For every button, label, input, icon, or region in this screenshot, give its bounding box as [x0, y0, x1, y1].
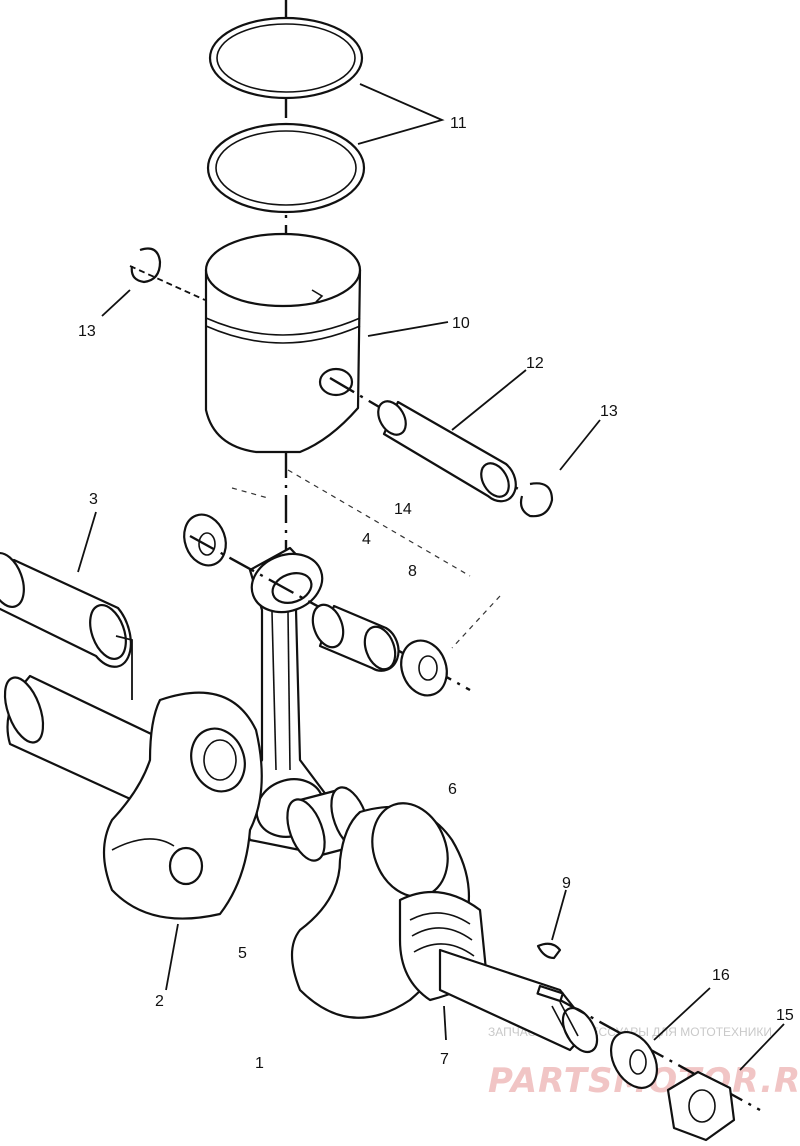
- woodruff-key: [536, 942, 562, 960]
- callout-16: 16: [712, 967, 730, 984]
- lock-washer: [609, 1031, 659, 1089]
- assembly-guides: [231, 469, 501, 649]
- callout-9: 9: [562, 875, 571, 892]
- callout-15: 15: [776, 1007, 794, 1024]
- crankshaft-right-half: [290, 802, 599, 1054]
- callout-3: 3: [89, 491, 98, 508]
- piston-ring-top: [208, 16, 364, 100]
- callout-2: 2: [155, 993, 164, 1010]
- callout-13-right: 13: [600, 403, 618, 420]
- piston-pin: [329, 376, 521, 503]
- leader-lines: [77, 83, 785, 1071]
- circlip-left: [129, 247, 206, 301]
- callout-labels: 1 2 3 4 5 6 7 8 9 10 11 12 13 13 14 15 1…: [78, 115, 794, 1072]
- piston-ring-second: [206, 122, 366, 214]
- thrust-washer-right: [400, 639, 448, 697]
- small-end-bearing: [189, 534, 471, 692]
- callout-5: 5: [238, 945, 247, 962]
- circlip-right: [519, 482, 554, 518]
- crank-pin: [0, 552, 133, 700]
- callout-13-left: 13: [78, 323, 96, 340]
- callout-8: 8: [408, 563, 417, 580]
- piston: [204, 232, 362, 454]
- callout-10: 10: [452, 315, 470, 332]
- callout-12: 12: [526, 355, 544, 372]
- callout-14: 14: [394, 501, 412, 518]
- callout-6: 6: [448, 781, 457, 798]
- callout-11: 11: [450, 115, 467, 132]
- callout-4: 4: [362, 531, 371, 548]
- crankshaft-left-half: [3, 674, 263, 920]
- flywheel-nut: [666, 1070, 736, 1142]
- thrust-washer-upper-left: [183, 513, 227, 567]
- callout-7: 7: [440, 1051, 449, 1068]
- callout-1: 1: [255, 1055, 264, 1072]
